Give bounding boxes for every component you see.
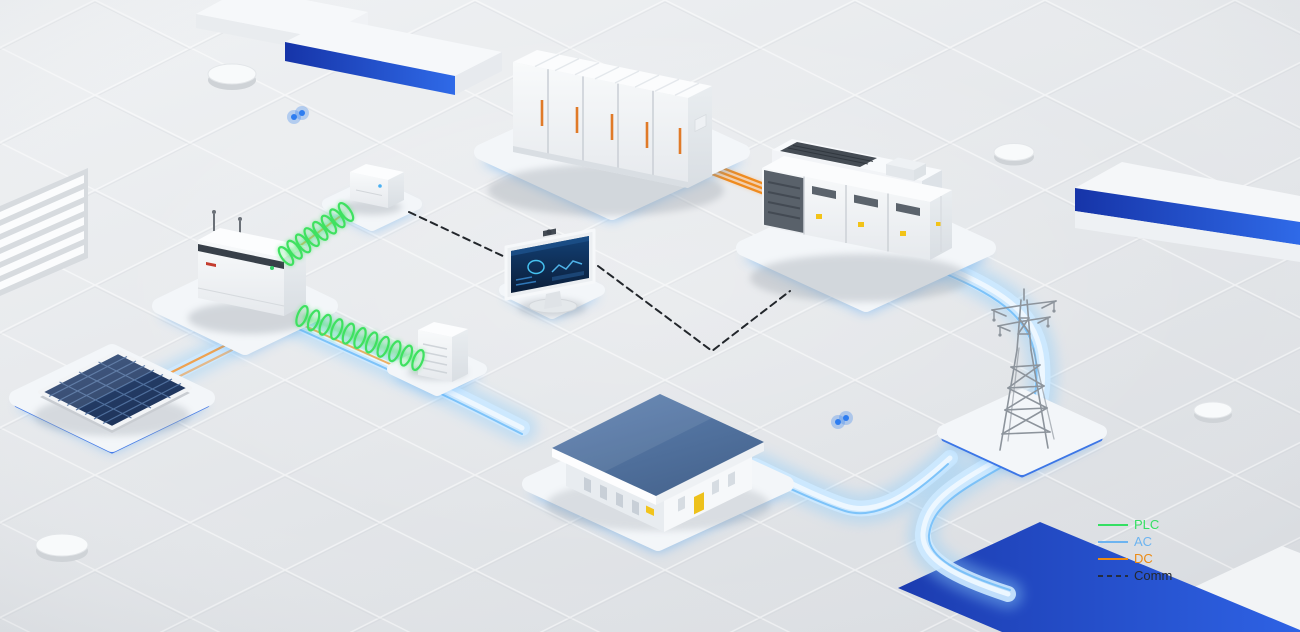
building-roof xyxy=(552,394,764,496)
ac-line-tower-out xyxy=(908,447,1023,609)
plant-building xyxy=(546,394,770,532)
pcs-hvac-unit xyxy=(886,157,926,170)
solar-panel-cells xyxy=(48,355,182,425)
roof-fascia-right xyxy=(656,442,764,505)
floor-disc xyxy=(207,63,257,90)
inverter-led xyxy=(270,266,274,270)
legend-item-comm: Comm xyxy=(1098,568,1172,583)
smart-dongle-lower xyxy=(407,322,468,382)
pcs-vents xyxy=(812,186,920,216)
inverter-logo xyxy=(206,262,216,267)
slab-right-blue xyxy=(1075,162,1300,262)
pcs-warning-labels xyxy=(816,214,941,236)
legend-label-plc: PLC xyxy=(1134,517,1159,532)
monitor-dashboard xyxy=(511,236,589,286)
ac-line-building-tower xyxy=(740,443,965,524)
vent-structure xyxy=(0,168,88,296)
smart-dongle-upper xyxy=(342,164,404,215)
floor-disc xyxy=(1193,401,1233,423)
floor-disc xyxy=(35,533,89,562)
signal-dots xyxy=(287,106,853,429)
pcs-door-seams xyxy=(803,176,889,252)
roof-fascia-left xyxy=(552,448,656,505)
legend-label-dc: DC xyxy=(1134,551,1153,566)
legend-label-comm: Comm xyxy=(1134,568,1172,583)
inverter-heatsink xyxy=(198,244,284,269)
platform-tower xyxy=(937,389,1107,478)
legend: PLC AC DC Comm xyxy=(1098,517,1172,583)
tower-insulators xyxy=(993,301,1055,334)
inverter xyxy=(188,210,312,334)
floor-disc xyxy=(993,143,1035,166)
comm-line-dongle-monitor xyxy=(408,211,506,258)
comm-line-monitor-pcs xyxy=(597,265,791,353)
battery-end-label xyxy=(694,113,707,133)
battery-roof-ribs xyxy=(534,53,700,96)
legend-item-plc: PLC xyxy=(1098,517,1159,532)
comm-lines xyxy=(408,211,791,353)
battery-doors xyxy=(547,69,654,181)
monitor-stand xyxy=(544,291,562,309)
power-lines xyxy=(137,139,1058,609)
transmission-tower xyxy=(991,288,1057,451)
battery-door-handles xyxy=(540,100,682,154)
legend-item-ac: AC xyxy=(1098,534,1152,549)
battery-container xyxy=(488,50,724,216)
dongle-vents xyxy=(422,343,448,374)
building-windows xyxy=(584,471,735,516)
legend-label-ac: AC xyxy=(1134,534,1152,549)
building-door xyxy=(694,492,704,515)
webcam-icon xyxy=(546,229,552,235)
slab-top-left-blue xyxy=(285,18,502,95)
building-sign xyxy=(646,505,654,516)
monitoring-terminal xyxy=(504,228,596,317)
plc-coils xyxy=(275,199,428,373)
pcs-transformer xyxy=(750,139,970,302)
legend-item-dc: DC xyxy=(1098,551,1153,566)
solar-panel xyxy=(34,350,192,436)
